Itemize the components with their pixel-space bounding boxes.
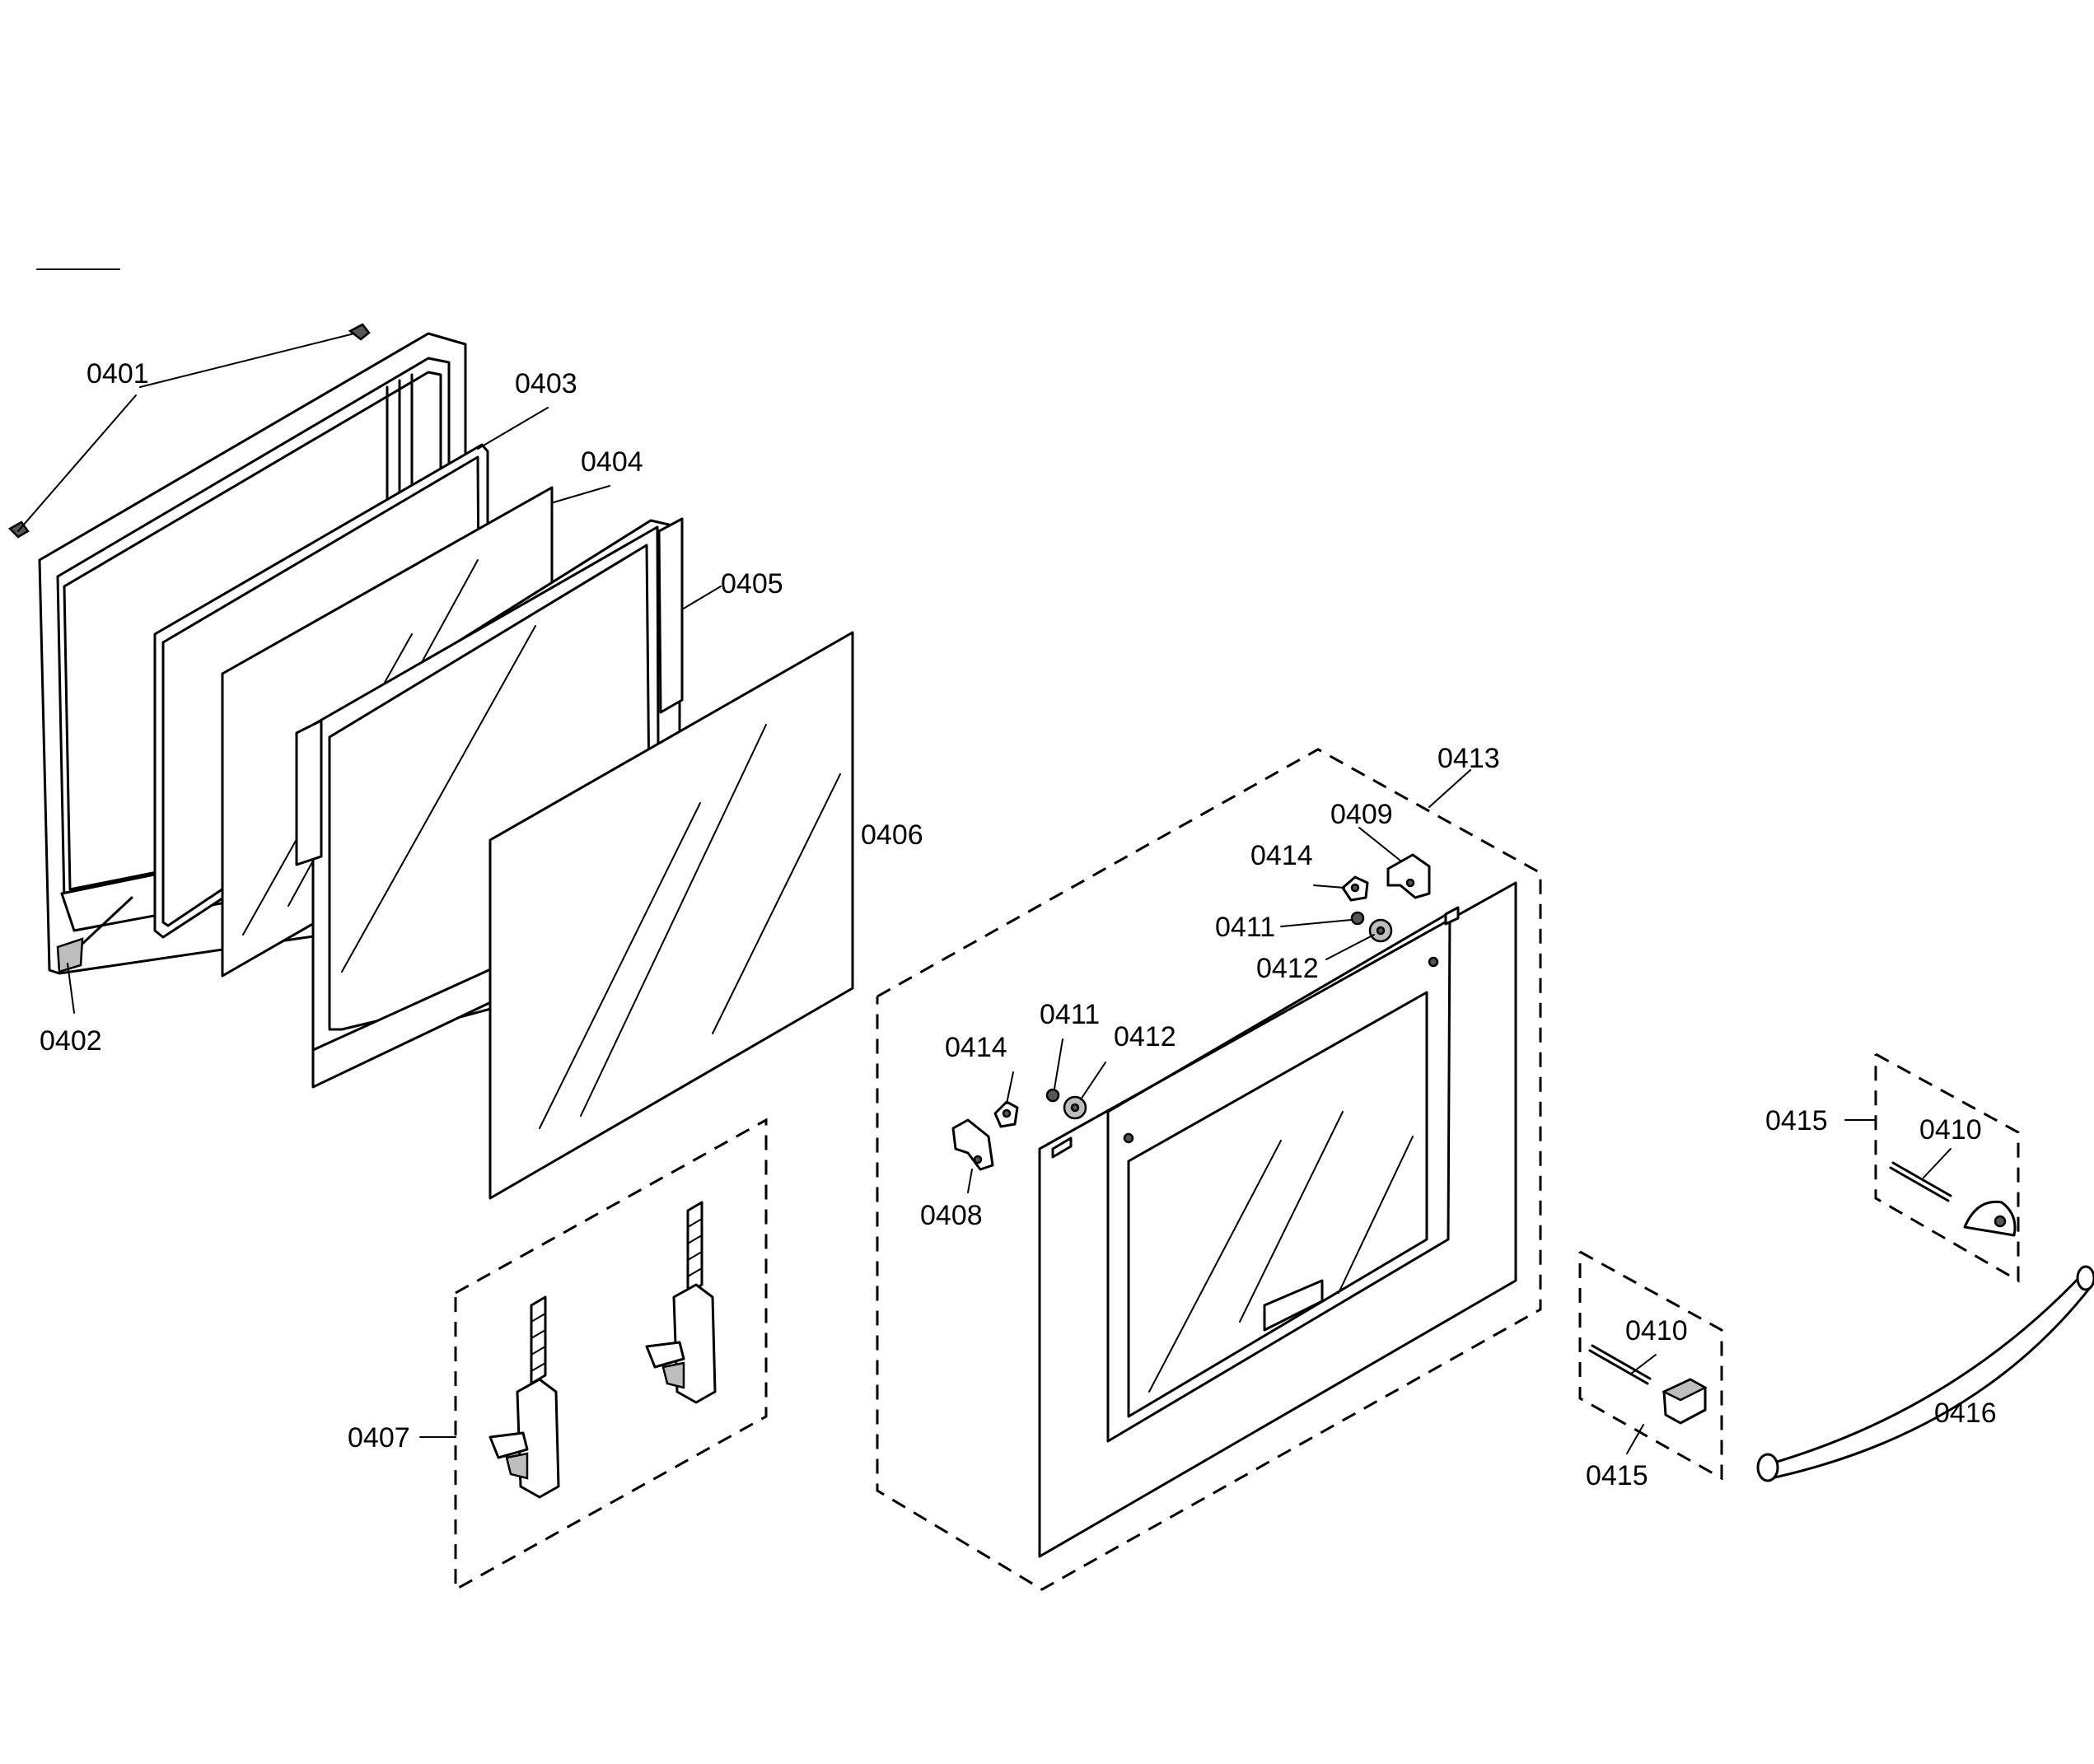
washer-0412-left bbox=[1063, 1095, 1087, 1120]
label-0413: 0413 bbox=[1437, 743, 1500, 774]
label-0414-left: 0414 bbox=[945, 1032, 1007, 1063]
door-assembly-box bbox=[876, 748, 1542, 1591]
front-door-panel bbox=[1038, 881, 1517, 1558]
label-0415-upper: 0415 bbox=[1765, 1105, 1828, 1136]
screw-0401-top bbox=[348, 323, 371, 341]
nut-0411-right bbox=[1350, 911, 1365, 926]
handle-mount-kit-upper bbox=[1874, 1052, 2020, 1283]
label-0404: 0404 bbox=[581, 446, 643, 478]
label-0410-lower: 0410 bbox=[1625, 1315, 1688, 1346]
label-0412-right: 0412 bbox=[1256, 953, 1319, 984]
label-0406: 0406 bbox=[861, 819, 923, 851]
label-0407: 0407 bbox=[348, 1422, 410, 1454]
outer-glass-panel bbox=[488, 631, 854, 1200]
clip-0414-left bbox=[993, 1100, 1019, 1128]
label-0408: 0408 bbox=[920, 1200, 983, 1231]
label-0415-lower: 0415 bbox=[1586, 1460, 1648, 1491]
label-0411-left: 0411 bbox=[1040, 999, 1100, 1030]
label-0410-upper: 0410 bbox=[1919, 1114, 1982, 1146]
hinge-left bbox=[488, 1295, 560, 1499]
clip-0414-right bbox=[1341, 875, 1369, 902]
label-0411-right: 0411 bbox=[1215, 912, 1275, 943]
label-0405: 0405 bbox=[721, 568, 783, 600]
door-handle-bar bbox=[1756, 1265, 2094, 1482]
label-0401: 0401 bbox=[86, 358, 149, 390]
bracket-0408 bbox=[951, 1118, 994, 1171]
hinge-right bbox=[645, 1201, 717, 1404]
label-0416: 0416 bbox=[1934, 1398, 1997, 1429]
bracket-0409 bbox=[1386, 853, 1431, 899]
part-labels: 0401 0402 0403 0404 0405 0406 0407 0408 … bbox=[40, 358, 1997, 1491]
label-0409: 0409 bbox=[1330, 799, 1393, 830]
label-0403: 0403 bbox=[515, 368, 577, 399]
nut-0411-left bbox=[1045, 1088, 1060, 1103]
label-0414-right: 0414 bbox=[1250, 840, 1313, 871]
hinge-kit-box bbox=[454, 1118, 768, 1592]
washer-0412-right bbox=[1368, 918, 1393, 943]
label-0412-left: 0412 bbox=[1114, 1021, 1176, 1052]
label-0402: 0402 bbox=[40, 1025, 102, 1057]
leader-lines bbox=[17, 333, 1951, 1454]
handle-mount-kit-lower bbox=[1578, 1250, 1723, 1481]
